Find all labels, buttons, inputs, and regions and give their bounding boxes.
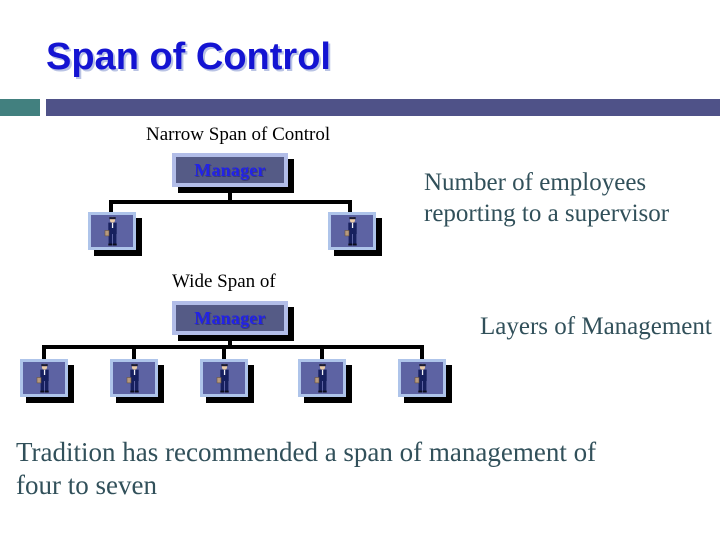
wide-span-caption: Wide Span of — [172, 271, 276, 292]
divider-accent-block — [0, 99, 40, 116]
employee-icon — [216, 363, 233, 393]
divider-bar — [46, 99, 720, 116]
wide-employee-box-1[interactable] — [20, 359, 68, 397]
wide-connector-drop-1 — [42, 345, 46, 365]
employee-icon — [126, 363, 143, 393]
employee-icon — [414, 363, 431, 393]
employee-icon — [344, 216, 361, 246]
narrow-employee-box-1[interactable] — [88, 212, 136, 250]
narrow-connector-drop-2 — [348, 200, 352, 218]
page-title: Span of Control — [46, 36, 331, 78]
wide-connector-drop-5 — [420, 345, 424, 365]
employee-icon — [314, 363, 331, 393]
narrow-connector-stem — [228, 187, 232, 203]
wide-connector-drop-4 — [320, 345, 324, 365]
narrow-employee-box-2[interactable] — [328, 212, 376, 250]
employee-icon — [36, 363, 53, 393]
bottom-text: Tradition has recommended a span of mana… — [16, 437, 597, 500]
wide-connector-stem — [228, 335, 232, 348]
narrow-span-caption: Narrow Span of Control — [146, 124, 331, 145]
narrow-connector-bar — [109, 200, 352, 204]
narrow-connector-drop-1 — [109, 200, 113, 218]
wide-connector-bar — [42, 345, 424, 349]
wide-connector-drop-3 — [222, 345, 226, 365]
narrow-manager-label: Manager — [194, 159, 266, 180]
wide-employee-box-2[interactable] — [110, 359, 158, 397]
callout-layers: Layers of Management — [480, 313, 712, 340]
callout-employees: Number of employees reporting to a super… — [424, 169, 670, 227]
employee-icon — [104, 216, 121, 246]
wide-manager-box[interactable]: Manager — [172, 301, 288, 335]
narrow-manager-box[interactable]: Manager — [172, 153, 288, 187]
wide-employee-box-5[interactable] — [398, 359, 446, 397]
wide-connector-drop-2 — [132, 345, 136, 365]
wide-employee-box-3[interactable] — [200, 359, 248, 397]
wide-manager-label: Manager — [194, 307, 266, 328]
wide-employee-box-4[interactable] — [298, 359, 346, 397]
